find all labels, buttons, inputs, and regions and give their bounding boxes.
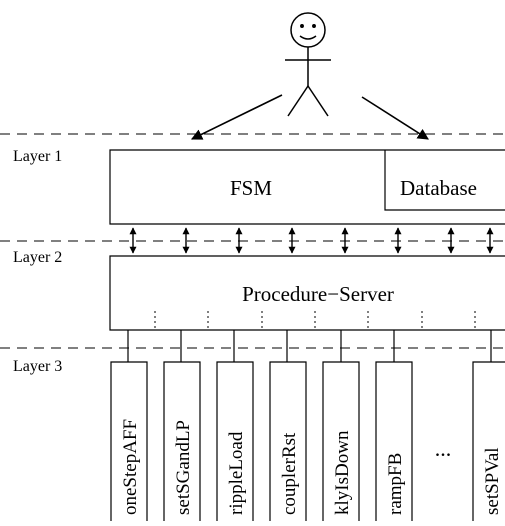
procedure-server-label: Procedure−Server — [242, 282, 394, 306]
layer1-label: Layer 1 — [13, 148, 62, 165]
procedure-ripple-load: rippleLoad — [216, 361, 254, 521]
procedure-set-sp-val: setSPVal — [472, 361, 505, 521]
layer3-label: Layer 3 — [13, 358, 62, 375]
procedure-coupler-rst: couplerRst — [269, 361, 307, 521]
stick-figure-user-icon — [285, 12, 331, 117]
procedure-label: rampFB — [385, 453, 406, 515]
fsm-label: FSM — [230, 176, 272, 200]
procedure-set-sg-and-lp: setSGandLP — [163, 361, 201, 521]
more-procedures-ellipsis: ... — [435, 436, 452, 461]
procedure-server-box: Procedure−Server — [109, 255, 505, 331]
procedure-label: setSPVal — [482, 447, 503, 515]
user-to-fsm-arrow — [190, 94, 283, 140]
procedure-label: oneStepAFF — [120, 419, 141, 515]
layer1-layer2-connectors — [129, 227, 494, 254]
layer2-label: Layer 2 — [13, 249, 62, 266]
server-procedure-connectors — [127, 330, 492, 362]
database-label: Database — [400, 176, 477, 200]
procedure-label: klyIsDown — [332, 430, 353, 515]
procedure-kly-is-down: klyIsDown — [322, 361, 360, 521]
procedure-ramp-fb: rampFB — [375, 361, 413, 521]
procedure-label: rippleLoad — [226, 431, 247, 515]
database-box: Database — [384, 150, 505, 211]
fsm-box: FSM — [109, 149, 505, 225]
user-to-database-arrow — [361, 96, 429, 140]
procedure-label: couplerRst — [279, 432, 300, 515]
procedure-one-step-aff: oneStepAFF — [110, 361, 148, 521]
procedure-label: setSGandLP — [173, 420, 194, 515]
procedure-server-dividers — [154, 311, 476, 330]
